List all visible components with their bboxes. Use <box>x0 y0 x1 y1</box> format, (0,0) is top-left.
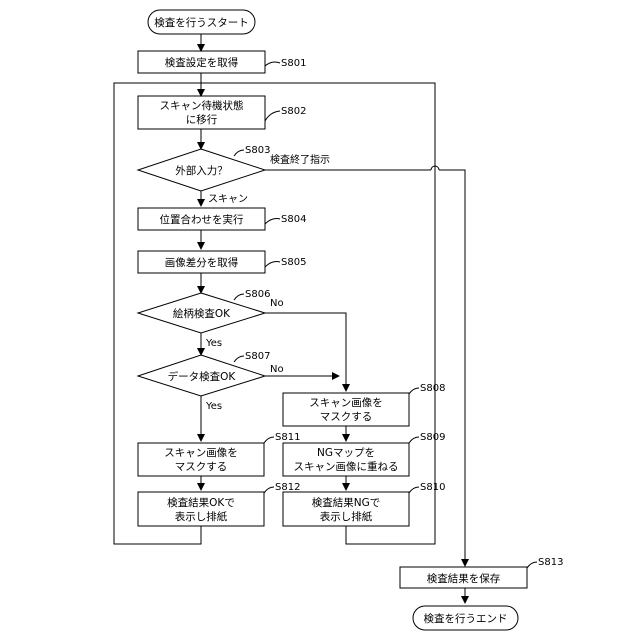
edge-s803-s813 <box>439 170 465 566</box>
leader-s809 <box>409 437 419 443</box>
leader-s810 <box>409 487 419 493</box>
label-s802-line2: に移行 <box>186 113 218 126</box>
edge-label-s807-yes: Yes <box>205 401 222 412</box>
leader-s802 <box>265 111 280 121</box>
leader-s806 <box>234 294 244 300</box>
edge-label-s807-no: No <box>270 364 284 375</box>
label-start: 検査を行うスタート <box>154 16 249 29</box>
label-s808-line1: スキャン画像を <box>309 397 383 409</box>
leader-s803 <box>234 150 244 156</box>
label-s810-line1: 検査結果NGで <box>312 496 381 509</box>
ref-s813: S813 <box>538 557 563 568</box>
ref-s811: S811 <box>275 432 300 443</box>
edge-label-scan: スキャン <box>208 194 248 205</box>
label-s812-line2: 表示し排紙 <box>175 510 228 523</box>
label-s806: 絵柄検査OK <box>173 307 231 320</box>
label-s812-line1: 検査結果OKで <box>167 496 235 509</box>
label-s813: 検査結果を保存 <box>427 572 501 585</box>
ref-s804: S804 <box>281 214 306 225</box>
label-s804: 位置合わせを実行 <box>160 213 244 226</box>
ref-s802: S802 <box>281 106 306 117</box>
leader-s804 <box>265 219 280 224</box>
leader-s805 <box>265 262 280 267</box>
ref-s801: S801 <box>281 58 306 69</box>
label-s811-line2: マスクする <box>175 461 228 473</box>
leader-s811 <box>264 437 274 443</box>
ref-s806: S806 <box>245 289 270 300</box>
edge-label-s806-yes: Yes <box>205 338 222 349</box>
label-s803: 外部入力？ <box>175 164 228 177</box>
ref-s805: S805 <box>281 257 306 268</box>
ref-s803: S803 <box>245 145 270 156</box>
ref-s809: S809 <box>420 432 445 443</box>
ref-s807: S807 <box>245 351 270 362</box>
ref-s808: S808 <box>420 383 445 394</box>
leader-s807 <box>234 356 244 362</box>
ref-s812: S812 <box>275 482 300 493</box>
label-s811-line1: スキャン画像を <box>164 447 238 459</box>
label-s810-line2: 表示し排紙 <box>320 510 373 523</box>
label-s808-line2: マスクする <box>320 411 373 423</box>
label-s802-line1: スキャン待機状態 <box>160 99 244 112</box>
leader-s813 <box>527 562 537 568</box>
edge-label-end-instruction: 検査終了指示 <box>270 153 330 166</box>
label-s807: データ検査OK <box>168 370 237 383</box>
label-s809-line2: スキャン画像に重ねる <box>294 460 399 473</box>
ref-s810: S810 <box>420 482 445 493</box>
label-end: 検査を行うエンド <box>424 612 508 625</box>
edge-label-s806-no: No <box>270 298 284 309</box>
label-s809-line1: NGマップを <box>317 447 375 459</box>
leader-s812 <box>264 487 274 493</box>
leader-s808 <box>409 388 419 394</box>
leader-s801 <box>265 62 280 66</box>
edge-s806-no <box>265 313 346 391</box>
label-s805: 画像差分を取得 <box>165 256 239 269</box>
label-s801: 検査設定を取得 <box>165 56 239 69</box>
